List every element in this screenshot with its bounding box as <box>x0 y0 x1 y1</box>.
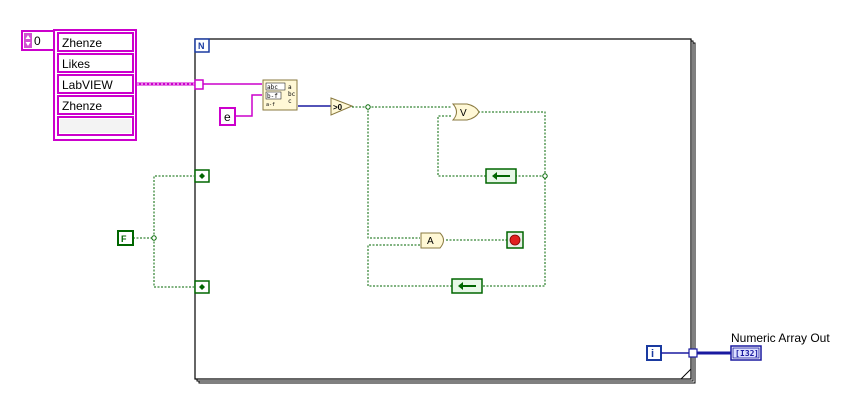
svg-text:a-f: a-f <box>266 102 275 108</box>
boolean-constant-label: F <box>121 234 127 244</box>
boolean-wires[interactable] <box>133 106 546 288</box>
and-node[interactable]: A <box>420 232 444 249</box>
string-array-constant[interactable]: 0 Zhenze Likes LabVIEW Zhenze <box>21 29 137 141</box>
iteration-label: i <box>651 348 654 360</box>
loop-count-terminal[interactable]: N <box>194 38 210 53</box>
boolean-tunnel-upper[interactable] <box>194 169 210 183</box>
shift-register-icon-lower[interactable] <box>451 278 483 294</box>
svg-text:a: a <box>288 84 292 91</box>
array-index-value: 0 <box>34 34 41 48</box>
or-label: V <box>460 108 467 119</box>
match-pattern-node[interactable]: abc b-f a-f a bc c <box>262 79 298 111</box>
and-label: A <box>427 236 434 247</box>
wire-junctions <box>151 104 548 241</box>
iteration-terminal[interactable]: i <box>646 345 662 361</box>
indicator-label: Numeric Array Out <box>731 331 830 345</box>
svg-text:]: ] <box>754 349 759 358</box>
regex-string-value: e <box>224 110 231 124</box>
shift-register-icon[interactable] <box>485 168 517 184</box>
indexing-tunnel-out[interactable] <box>688 348 698 358</box>
regex-string-constant[interactable]: e <box>219 107 236 126</box>
array-element-5[interactable] <box>57 116 134 136</box>
indexing-tunnel-in[interactable] <box>194 79 204 90</box>
stop-terminal-icon[interactable] <box>506 231 524 249</box>
loop-count-label: N <box>198 41 205 51</box>
array-element-1[interactable]: Zhenze <box>57 32 134 52</box>
compare-label: >0 <box>333 103 343 112</box>
array-element-1-text: Zhenze <box>62 36 102 50</box>
svg-text:[: [ <box>735 349 740 358</box>
array-element-4-text: Zhenze <box>62 99 102 113</box>
svg-text:abc: abc <box>267 84 278 91</box>
array-element-3-text: LabVIEW <box>62 78 113 92</box>
boolean-false-constant[interactable]: F <box>117 230 134 246</box>
boolean-tunnel-lower[interactable] <box>194 280 210 294</box>
svg-text:b-f: b-f <box>267 93 278 100</box>
numeric-array-out-indicator[interactable]: [ I32 ] <box>730 345 762 361</box>
svg-text:c: c <box>288 98 292 105</box>
greater-than-zero-node[interactable]: >0 <box>330 97 354 116</box>
array-element-3[interactable]: LabVIEW <box>57 74 134 94</box>
or-node[interactable]: V <box>451 103 480 121</box>
array-element-4[interactable]: Zhenze <box>57 95 134 115</box>
svg-text:bc: bc <box>288 91 296 98</box>
indicator-type-label: I32 <box>740 349 755 358</box>
regex-wire[interactable] <box>236 94 262 117</box>
array-element-2[interactable]: Likes <box>57 53 134 73</box>
array-element-2-text: Likes <box>62 57 90 71</box>
